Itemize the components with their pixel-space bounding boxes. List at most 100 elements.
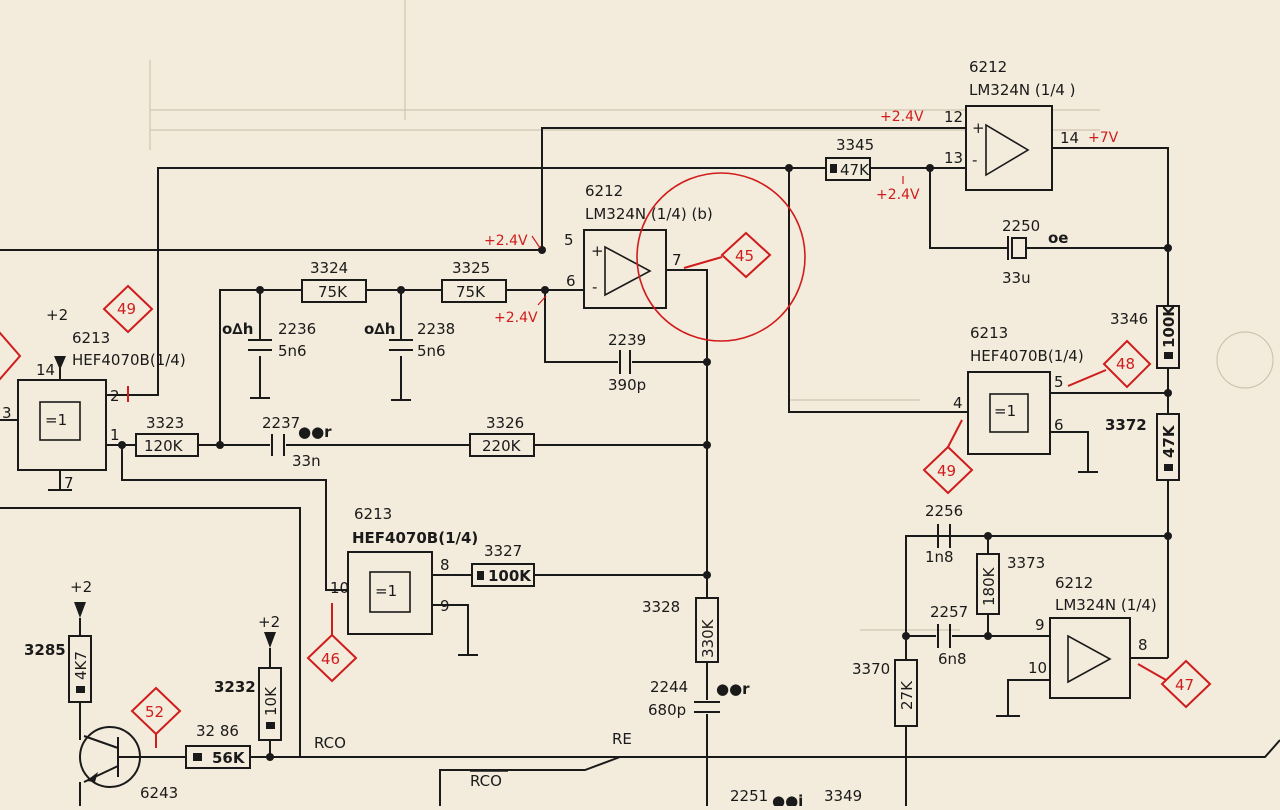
opamp-6212-b: + - 6212 LM324N (1/4) (b) 5 6 7 [564, 182, 713, 309]
svg-text:●●i: ●●i [772, 792, 803, 806]
wiring [0, 127, 1280, 806]
gate-symbol: =1 [375, 582, 397, 600]
svg-text:4K7: 4K7 [72, 651, 90, 680]
test-point-marker-50-partial [0, 331, 22, 381]
xor-gate-6213-left: =1 6213 HEF4070B(1/4) +2 14 2 1 7 3 [2, 306, 186, 492]
opamp-plus: + [591, 242, 604, 260]
pin-number: 10 [330, 579, 349, 597]
supply-label: +2 [258, 613, 280, 631]
test-point-marker-48: 48 [1067, 339, 1152, 389]
resistor-3327: 100K 3327 [471, 542, 535, 587]
svg-text:49: 49 [937, 462, 956, 480]
resistor-3285: 4K7 3285 [24, 635, 92, 703]
svg-text:3325: 3325 [452, 259, 490, 277]
svg-text:6243: 6243 [140, 784, 178, 802]
pin-number: 7 [672, 251, 682, 269]
svg-text:2239: 2239 [608, 331, 646, 349]
svg-text:5n6: 5n6 [278, 342, 307, 360]
capacitor-2256: 2256 1n8 [925, 502, 963, 566]
svg-text:2256: 2256 [925, 502, 963, 520]
ic-ref: 6213 [970, 324, 1008, 342]
opamp-plus: + [972, 119, 985, 137]
pin-number: 2 [110, 387, 120, 405]
svg-text:+2.4V: +2.4V [880, 109, 924, 125]
test-point-marker-49-left: 49 [102, 284, 154, 402]
ic-ref: 6212 [1055, 574, 1093, 592]
svg-text:3370: 3370 [852, 660, 890, 678]
svg-text:52: 52 [145, 703, 164, 721]
pin-number: 6 [1054, 416, 1064, 434]
resistor-3325: 75K 3325 [441, 259, 507, 303]
pin-number: 7 [64, 474, 74, 492]
svg-text:49: 49 [117, 300, 136, 318]
ic-type: HEF4070B(1/4) [72, 351, 186, 369]
svg-text:32 86: 32 86 [196, 722, 239, 740]
resistor-3373: 180K 3373 [976, 553, 1045, 615]
ic-type: HEF4070B(1/4) [970, 347, 1084, 365]
svg-text:oe: oe [1048, 229, 1068, 247]
resistor-3372: 47K 3372 [1105, 413, 1180, 481]
svg-text:3328: 3328 [642, 598, 680, 616]
svg-text:75K: 75K [456, 283, 486, 301]
svg-text:5n6: 5n6 [417, 342, 446, 360]
resistor-3349: 3349 [824, 787, 862, 805]
svg-text:3372: 3372 [1105, 416, 1147, 434]
pin-number: 4 [953, 394, 963, 412]
resistor-3323: 120K 3323 [135, 414, 199, 457]
pin-number: 9 [1035, 616, 1045, 634]
resistor-3286: 56K 32 86 [185, 722, 251, 769]
pin-number: 3 [2, 404, 12, 422]
ic-ref: 6212 [585, 182, 623, 200]
svg-text:3345: 3345 [836, 136, 874, 154]
junction-dots [118, 164, 1172, 761]
pin-number: 8 [1138, 636, 1148, 654]
svg-text:56K: 56K [212, 749, 246, 767]
svg-text:2251: 2251 [730, 787, 768, 805]
svg-text:2238: 2238 [417, 320, 455, 338]
svg-text:100K: 100K [488, 567, 532, 585]
svg-text:33u: 33u [1002, 269, 1031, 287]
svg-text:680p: 680p [648, 701, 686, 719]
supply-arrows: +2 +2 [70, 578, 280, 648]
svg-text:46: 46 [321, 650, 340, 668]
svg-text:●●r: ●●r [716, 680, 750, 698]
svg-text:120K: 120K [144, 437, 184, 455]
supply-label: +2 [70, 578, 92, 596]
pin-number: 1 [110, 426, 120, 444]
test-point-marker-49-right: 49 [922, 419, 974, 495]
gate-symbol: =1 [994, 402, 1016, 420]
svg-text:3323: 3323 [146, 414, 184, 432]
svg-text:6n8: 6n8 [938, 650, 967, 668]
svg-text:+2.4V: +2.4V [494, 310, 538, 326]
svg-text:+2.4V: +2.4V [484, 233, 528, 249]
resistor-3328: 330K 3328 [642, 597, 719, 663]
ic-type: LM324N (1/4) [1055, 596, 1157, 614]
svg-text:220K: 220K [482, 437, 522, 455]
svg-text:RCO: RCO [314, 734, 346, 752]
pin-number: 9 [440, 597, 450, 615]
svg-text:o∆h: o∆h [222, 320, 253, 338]
svg-text:RE: RE [612, 730, 632, 748]
svg-text:o∆h: o∆h [364, 320, 395, 338]
svg-text:RCO: RCO [470, 772, 502, 790]
capacitor-2251: 2251 ●●i [730, 787, 803, 810]
svg-text:2237: 2237 [262, 414, 300, 432]
svg-text:3373: 3373 [1007, 554, 1045, 572]
background-ghost-lines [149, 0, 1274, 631]
svg-text:3327: 3327 [484, 542, 522, 560]
svg-text:100K: 100K [1160, 304, 1178, 348]
svg-text:3326: 3326 [486, 414, 524, 432]
ic-ref: 6213 [72, 329, 110, 347]
capacitor-2237: 2237 ●●r 33n [262, 414, 332, 470]
svg-text:75K: 75K [318, 283, 348, 301]
svg-text:3232: 3232 [214, 678, 256, 696]
test-point-marker-45: 45 [636, 172, 806, 342]
opamp-6212-top: + - 6212 LM324N (1/4 ) 12 13 14 [944, 58, 1079, 191]
pin-number: 14 [1060, 129, 1079, 147]
capacitor-2250: 2250 oe 33u [1002, 217, 1068, 287]
svg-text:2244: 2244 [650, 678, 688, 696]
svg-text:47K: 47K [1160, 424, 1178, 458]
voltage-annotations: +2.4V +2.4V +2.4V +2.4V +7V [484, 109, 1119, 326]
